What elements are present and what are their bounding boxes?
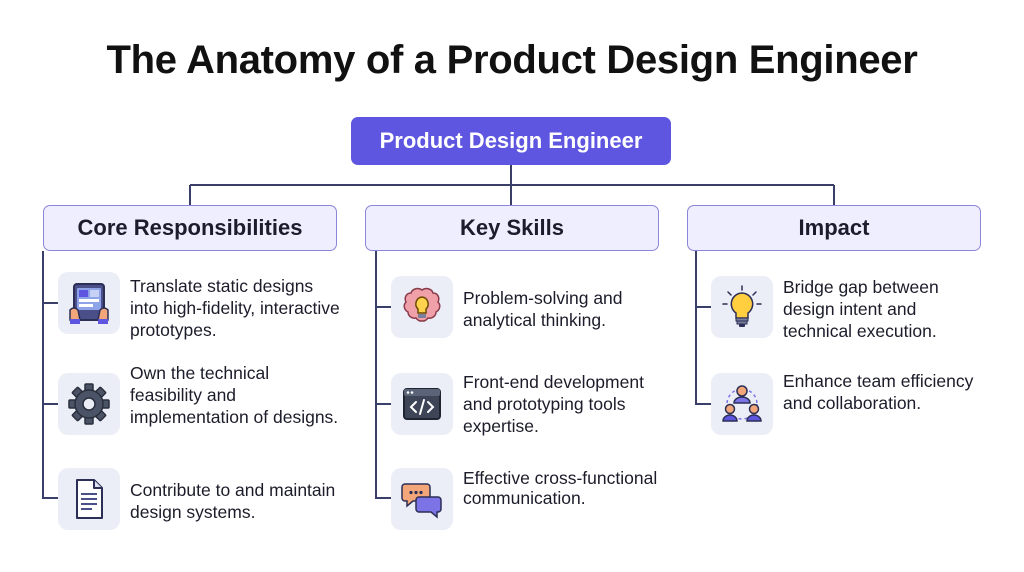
list-item-text: Own the technical feasibility and implem…	[130, 363, 339, 427]
team-icon	[711, 373, 773, 435]
list-item-text: Effective cross-functional communication…	[463, 468, 658, 508]
root-node: Product Design Engineer	[351, 117, 671, 165]
brain-bulb-icon	[391, 276, 453, 338]
list-item-text: Translate static designs into high-fidel…	[130, 276, 340, 340]
code-window-icon	[391, 373, 453, 435]
column-header-key-skills: Key Skills	[365, 205, 659, 251]
chat-bubbles-icon	[391, 468, 453, 530]
tablet-touch-icon	[58, 272, 120, 334]
list-item-text: Front-end development and prototyping to…	[463, 372, 644, 436]
list-item-text: Bridge gap between design intent and tec…	[783, 277, 939, 341]
list-item-text: Enhance team efficiency and collaboratio…	[783, 371, 974, 413]
lightbulb-icon	[711, 276, 773, 338]
list-item-text: Contribute to and maintain design system…	[130, 480, 336, 522]
column-header-impact: Impact	[687, 205, 981, 251]
column-header-core-responsibilities: Core Responsibilities	[43, 205, 337, 251]
list-item-text: Problem-solving and analytical thinking.	[463, 288, 623, 330]
gear-icon	[58, 373, 120, 435]
page-title: The Anatomy of a Product Design Engineer	[106, 38, 918, 82]
document-icon	[58, 468, 120, 530]
